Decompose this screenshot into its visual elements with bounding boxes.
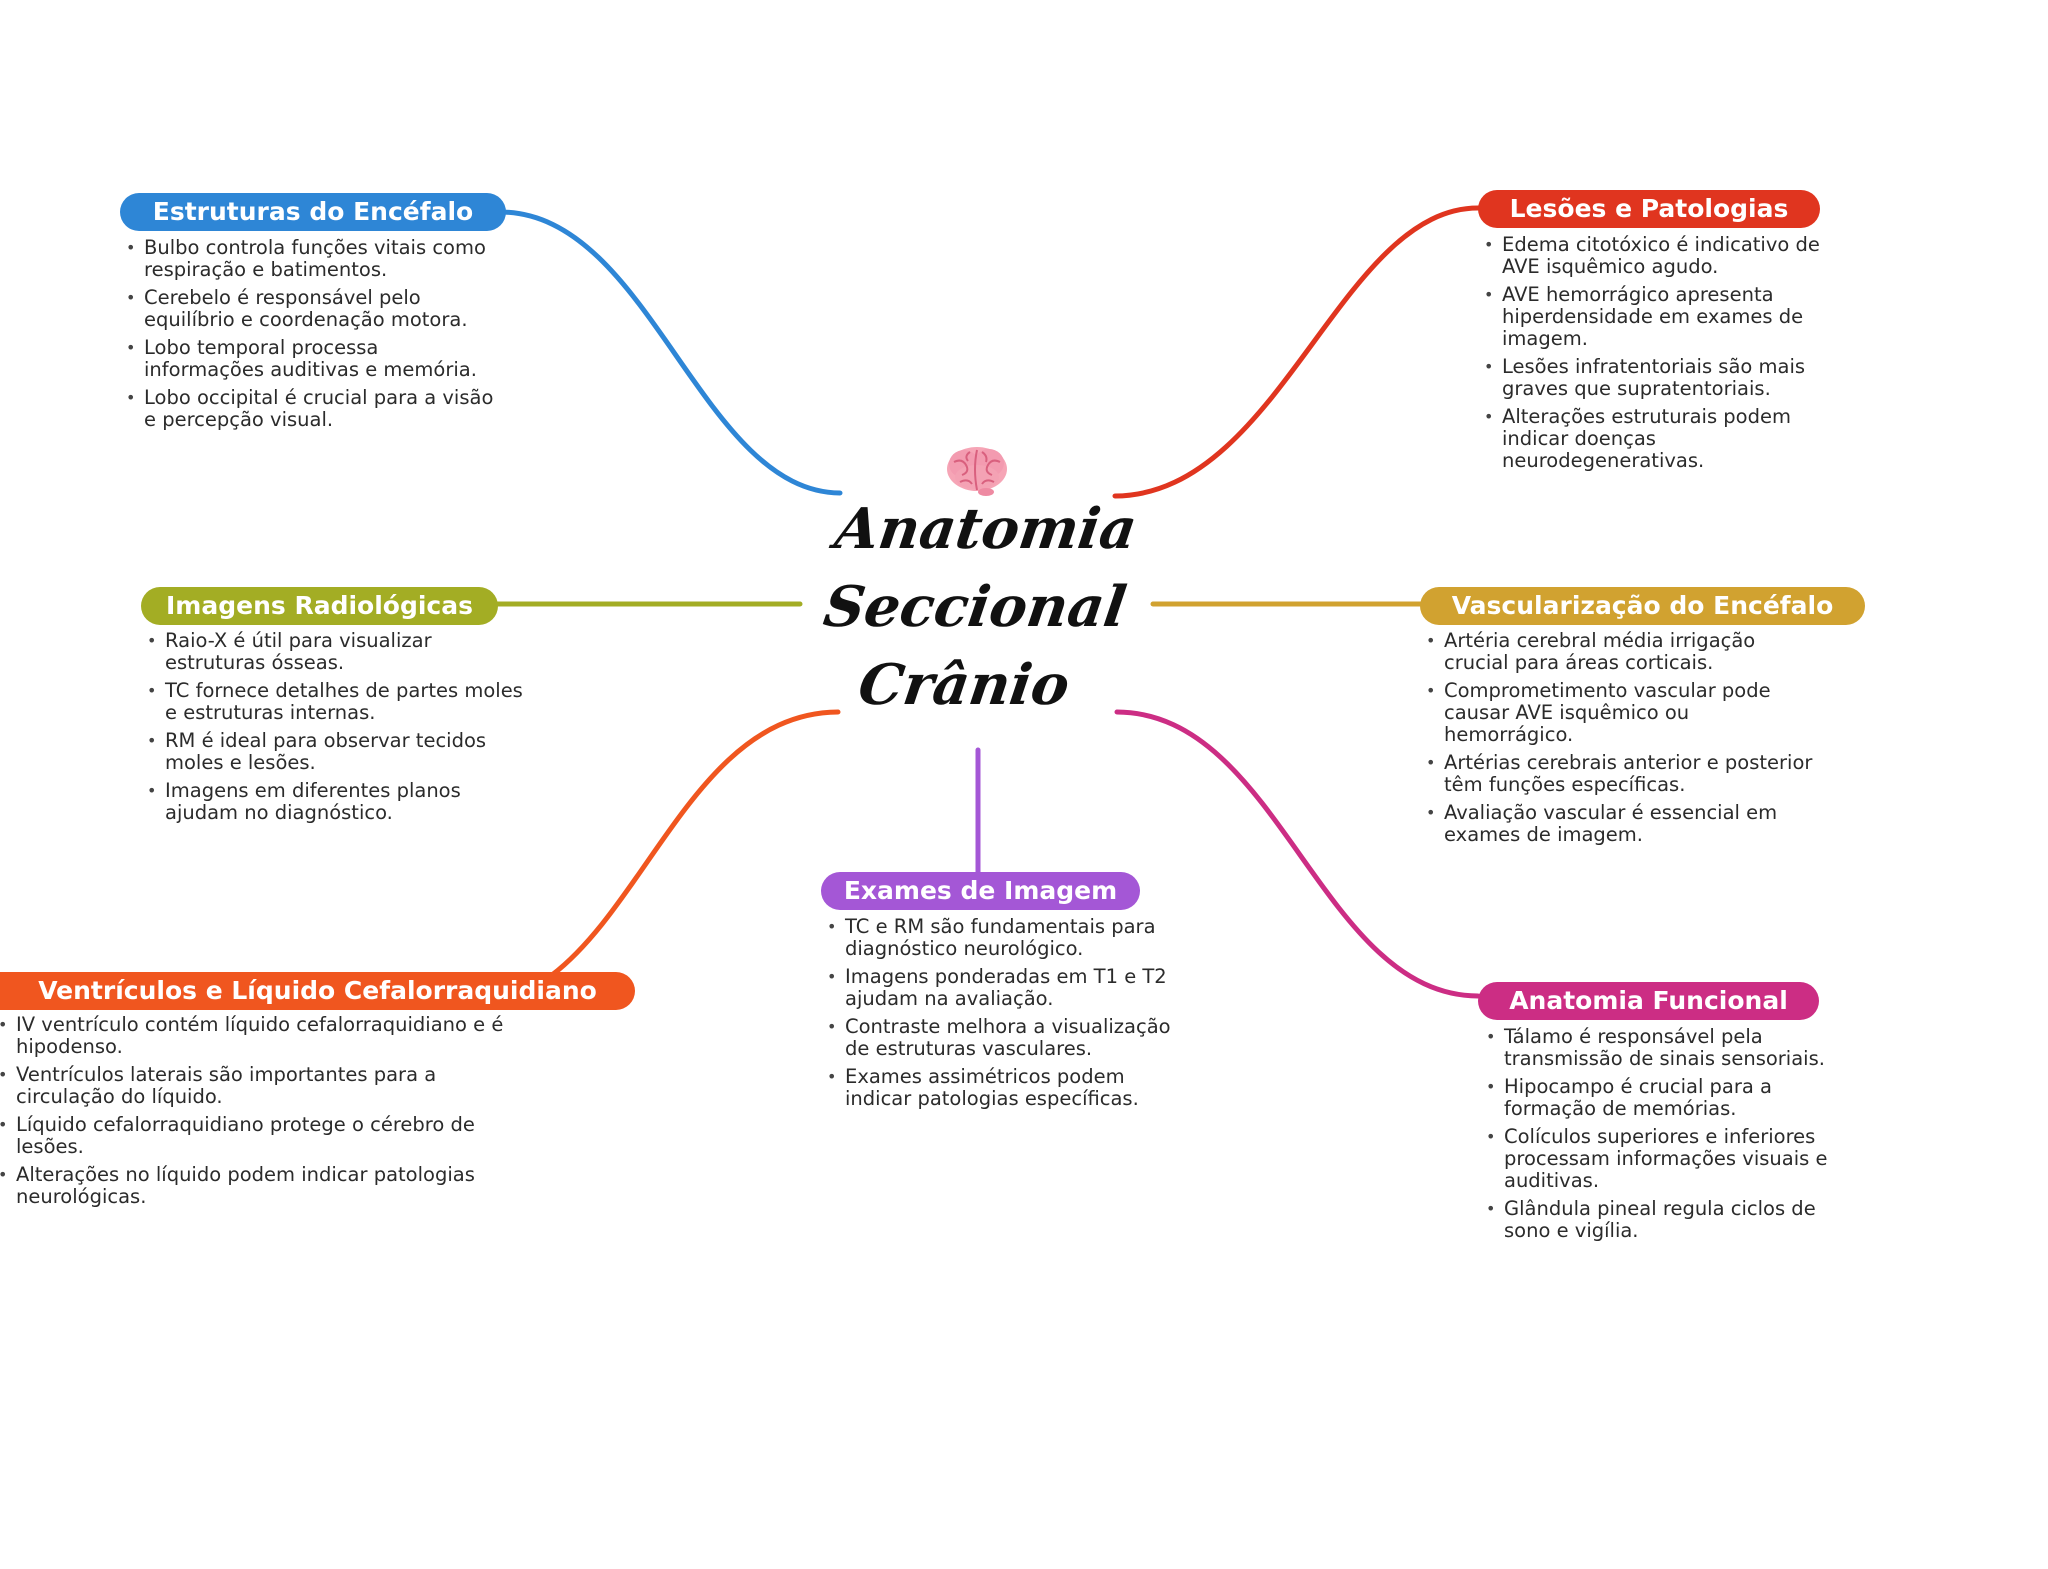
list-item: Imagens em diferentes planos ajudam no d… [147, 780, 525, 824]
list-item: TC fornece detalhes de partes moles e es… [147, 680, 525, 724]
list-item: IV ventrículo contém líquido cefalorraqu… [0, 1014, 516, 1058]
list-item: TC e RM são fundamentais para diagnóstic… [827, 916, 1175, 960]
list-item: Alterações estruturais podem indicar doe… [1484, 406, 1862, 472]
list-item: Artérias cerebrais anterior e posterior … [1426, 752, 1824, 796]
list-item: RM é ideal para observar tecidos moles e… [147, 730, 525, 774]
connector-funcional [1114, 709, 1481, 999]
connector-ventriculos [549, 709, 841, 978]
central-title-line: Crânio [854, 652, 1074, 718]
list-item: Imagens ponderadas em T1 e T2 ajudam na … [827, 966, 1175, 1010]
list-item: Colículos superiores e inferiores proces… [1486, 1126, 1854, 1192]
list-item: Alterações no líquido podem indicar pato… [0, 1164, 516, 1208]
list-item: AVE hemorrágico apresenta hiperdensidade… [1484, 284, 1862, 350]
list-item: Hipocampo é crucial para a formação de m… [1486, 1076, 1854, 1120]
list-item: Cerebelo é responsável pelo equilíbrio e… [126, 287, 504, 331]
branch-list-estruturas: Bulbo controla funções vitais como respi… [120, 237, 504, 437]
branch-list-ventriculos: IV ventrículo contém líquido cefalorraqu… [0, 1014, 516, 1214]
list-item: Glândula pineal regula ciclos de sono e … [1486, 1198, 1854, 1242]
list-item: Comprometimento vascular pode causar AVE… [1426, 680, 1824, 746]
branch-list-exames: TC e RM são fundamentais para diagnóstic… [821, 916, 1175, 1116]
branch-title-lesoes[interactable]: Lesões e Patologias [1478, 190, 1820, 228]
list-item: Avaliação vascular é essencial em exames… [1426, 802, 1824, 846]
connector-estruturas [497, 209, 843, 496]
branch-title-exames[interactable]: Exames de Imagem [821, 872, 1140, 910]
branch-list-imagens: Raio-X é útil para visualizar estruturas… [141, 630, 525, 830]
branch-title-vascularizacao[interactable]: Vascularização do Encéfalo [1420, 587, 1865, 625]
branch-list-lesoes: Edema citotóxico é indicativo de AVE isq… [1478, 234, 1862, 478]
list-item: Ventrículos laterais são importantes par… [0, 1064, 516, 1108]
branch-title-imagens[interactable]: Imagens Radiológicas [141, 587, 498, 625]
list-item: Tálamo é responsável pela transmissão de… [1486, 1026, 1854, 1070]
list-item: Bulbo controla funções vitais como respi… [126, 237, 504, 281]
branch-list-vascularizacao: Artéria cerebral média irrigação crucial… [1420, 630, 1824, 852]
list-item: Exames assimétricos podem indicar patolo… [827, 1066, 1175, 1110]
list-item: Raio-X é útil para visualizar estruturas… [147, 630, 525, 674]
connector-lesoes [1112, 205, 1481, 499]
list-item: Artéria cerebral média irrigação crucial… [1426, 630, 1824, 674]
central-title-line: Seccional [819, 574, 1131, 640]
list-item: Lesões infratentoriais são mais graves q… [1484, 356, 1862, 400]
list-item: Edema citotóxico é indicativo de AVE isq… [1484, 234, 1862, 278]
branch-title-funcional[interactable]: Anatomia Funcional [1478, 982, 1819, 1020]
central-topic-title: Anatomia Seccional Crânio [804, 490, 1147, 724]
list-item: Contraste melhora a visualização de estr… [827, 1016, 1175, 1060]
branch-list-funcional: Tálamo é responsável pela transmissão de… [1480, 1026, 1854, 1248]
list-item: Lobo occipital é crucial para a visão e … [126, 387, 504, 431]
branch-title-estruturas[interactable]: Estruturas do Encéfalo [120, 193, 506, 231]
list-item: Líquido cefalorraquidiano protege o cére… [0, 1114, 516, 1158]
list-item: Lobo temporal processa informações audit… [126, 337, 504, 381]
brain-icon [947, 447, 1007, 496]
branch-title-ventriculos[interactable]: Ventrículos e Líquido Cefalorraquidiano [0, 972, 635, 1010]
central-title-line: Anatomia [831, 496, 1141, 562]
